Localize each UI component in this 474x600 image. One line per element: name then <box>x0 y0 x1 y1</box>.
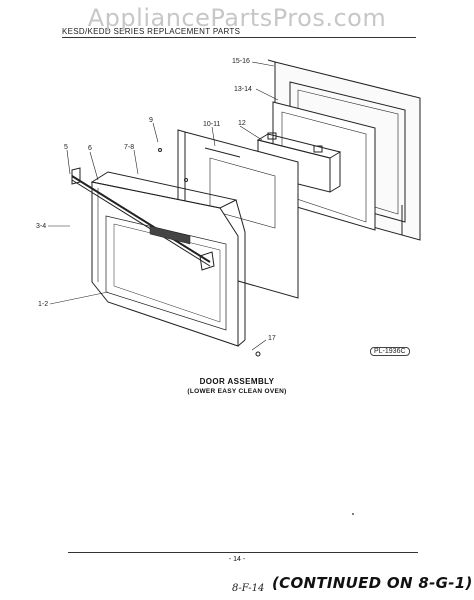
handwritten-page-code: 8-F-14 <box>232 583 265 594</box>
callout-13-14: 13-14 <box>234 86 252 93</box>
callout-15-16: 15-16 <box>232 58 250 65</box>
callout-5: 5 <box>64 144 68 151</box>
callout-7-8: 7-8 <box>124 144 134 151</box>
scan-speck <box>352 513 354 515</box>
continued-note: (CONTINUED ON 8-G-1) <box>272 574 473 592</box>
header-divider <box>62 37 416 38</box>
callout-17: 17 <box>268 335 276 342</box>
door-handle <box>71 167 215 271</box>
callout-1-2: 1-2 <box>38 301 48 308</box>
callout-3-4: 3-4 <box>36 223 46 230</box>
callout-6: 6 <box>88 145 92 152</box>
callout-10-11: 10-11 <box>203 121 220 128</box>
figure-subtitle: (LOWER EASY CLEAN OVEN) <box>187 388 287 395</box>
outer-door-panel <box>90 171 246 347</box>
callout-12: 12 <box>238 120 246 127</box>
footer-divider <box>68 552 418 553</box>
page-number: - 14 - <box>228 556 246 563</box>
figure-title: DOOR ASSEMBLY <box>199 377 275 386</box>
page-header-title: KESD/KEDD SERIES REPLACEMENT PARTS <box>62 27 241 36</box>
callout-9: 9 <box>149 117 153 124</box>
reference-code-badge: PL-1936C <box>370 347 410 356</box>
watermark-text: AppliancePartsPros.com <box>87 4 387 32</box>
